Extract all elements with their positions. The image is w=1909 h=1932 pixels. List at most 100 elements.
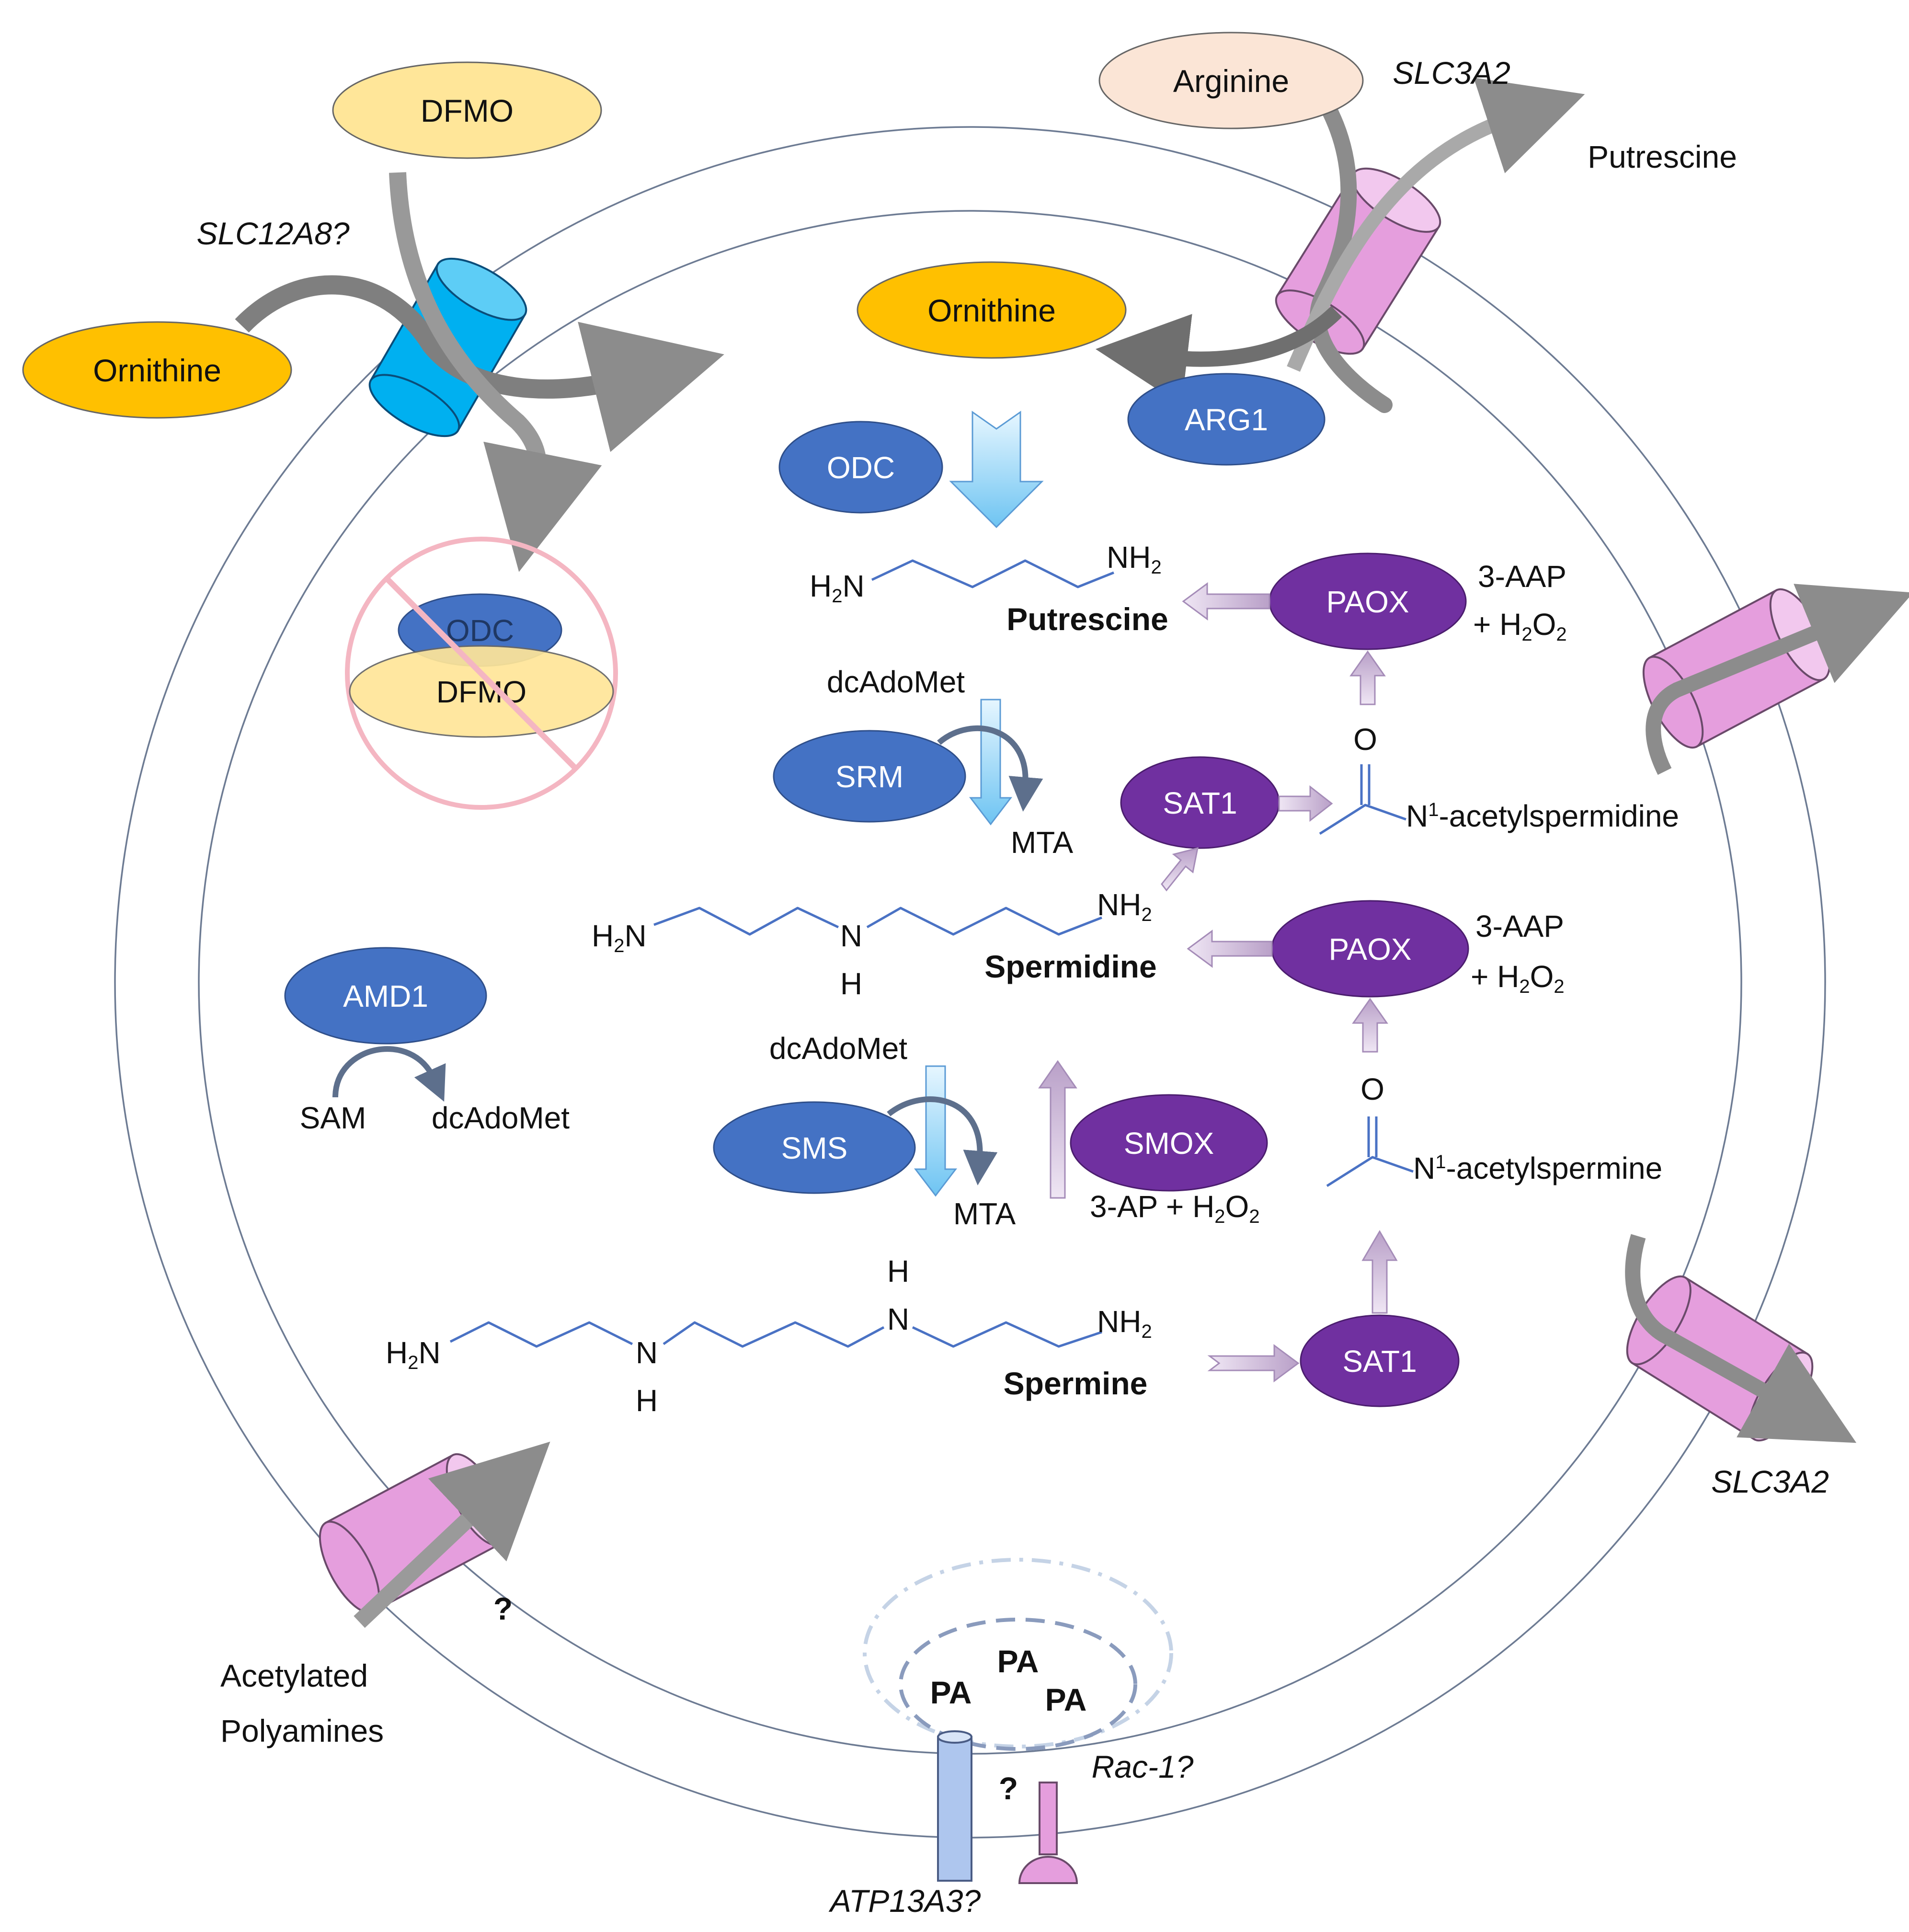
sam-label: SAM [300,1101,366,1135]
amd1-curved-arrow [332,1046,446,1102]
dfmo-uptake-arrow [389,172,602,572]
acetylspermine-o: O [1360,1072,1384,1106]
paox-mid-enzyme: PAOX [1271,900,1469,998]
dcadomet-sms: dcAdoMet [769,1031,907,1066]
outer-vesicle [863,1558,1173,1748]
svg-text:Ornithine: Ornithine [93,353,221,388]
spermidine-nh2: NH2 [1097,887,1152,925]
paox-mid-to-spermidine-arrow [1187,930,1273,968]
arg1-enzyme: ARG1 [1127,373,1326,466]
mta-srm: MTA [1011,825,1074,860]
svg-text:Arginine: Arginine [1173,63,1289,99]
spermidine-h2n: H2N [592,919,647,956]
endocytosis-unknown-mark: ? [999,1771,1018,1806]
inhibited-odc-dfmo-complex: ODC DFMO [345,537,618,810]
pa-label-2: PA [997,1644,1039,1679]
srm-enzyme: SRM [773,730,966,823]
acetylspermine-label: N1-acetylspermine [1413,1151,1662,1185]
transporter-unknown-mark: ? [493,1591,513,1626]
sms-reaction-arrow [914,1065,958,1197]
svg-text:SMS: SMS [781,1131,848,1165]
svg-text:SRM: SRM [835,759,903,794]
slc12a8-label: SLC12A8? [196,216,350,251]
acetylspermidine-to-paox-arrow [1349,650,1386,705]
sat1-to-acetylspermine-arrow [1361,1230,1398,1314]
arginine-oval: Arginine [1098,32,1364,129]
inner-vesicle [899,1618,1137,1751]
odc-enzyme: ODC [778,421,943,514]
putrescine-h2n: H2N [810,569,865,607]
slc3a2-right-label: SLC3A2 [1711,1464,1829,1499]
svg-text:DFMO: DFMO [421,93,514,128]
acetylated-polyamine-arrow [354,1441,550,1628]
spermidine-label: Spermidine [984,949,1156,984]
pa-label-3: PA [1045,1682,1087,1717]
spermine-h1: H [636,1383,658,1418]
putrescine-chain [871,559,1114,588]
srm-curved-arrow [937,725,1043,812]
mta-sms: MTA [953,1196,1016,1231]
paox-top-enzyme: PAOX [1269,552,1467,650]
odc-reaction-arrow [949,411,1044,529]
svg-text:PAOX: PAOX [1326,585,1409,619]
svg-text:SAT1: SAT1 [1163,786,1237,820]
spermidine-chain-right [866,907,1102,936]
srm-reaction-arrow [969,699,1013,826]
intracellular-ornithine-oval: Ornithine [857,261,1127,359]
paox-mid-product-line1: 3-AAP [1475,909,1564,943]
spermine-chain-mid [663,1321,885,1348]
spermine-nh2: NH2 [1097,1304,1152,1342]
atp13a3-label: ATP13A3? [828,1883,981,1919]
acetylspermine-to-paox-arrow [1352,998,1388,1053]
svg-text:ARG1: ARG1 [1185,402,1268,437]
spermidine-chain-left [653,907,839,936]
svg-text:PAOX: PAOX [1328,932,1411,966]
extracellular-putrescine-label: Putrescine [1588,139,1737,174]
acetylspermidine-label: N1-acetylspermidine [1406,799,1679,833]
smox-products: 3-AP + H2O2 [1090,1189,1260,1227]
acetylspermidine-o: O [1353,722,1377,757]
acetylspermidine-export-arrow [1646,584,1909,775]
spermidine-to-sat1-arrow [1161,847,1199,892]
sat1-top-to-acetylspermidine-arrow [1278,785,1333,822]
spermine-n1: N [636,1335,658,1370]
sat1-bottom-enzyme: SAT1 [1300,1314,1460,1407]
acetylated-label-line1: Acetylated [220,1658,368,1693]
putrescine-nh2: NH2 [1107,540,1162,578]
svg-text:ODC: ODC [446,613,514,648]
acetylated-polyamine-transporter [319,1453,507,1614]
paox-top-product-line2: + H2O2 [1473,607,1567,645]
extracellular-ornithine-oval: Ornithine [22,321,292,419]
spermine-h2n: H2N [386,1335,441,1373]
spermine-n2: N [887,1302,909,1336]
spermine-chain-right [912,1321,1102,1348]
spermine-chain-left [449,1321,633,1348]
rac1-protein [1018,1782,1078,1884]
sms-enzyme: SMS [713,1101,916,1194]
smox-up-arrow [1038,1060,1077,1199]
paox-mid-product-line2: + H2O2 [1471,959,1565,997]
acetylspermidine-backbone [1319,804,1406,835]
putrescine-label: Putrescine [1006,601,1168,637]
acetylspermine-backbone [1326,1156,1414,1187]
svg-text:SMOX: SMOX [1124,1126,1214,1161]
svg-text:Ornithine: Ornithine [927,293,1056,328]
spermine-h2: H [887,1254,909,1288]
amd1-enzyme: AMD1 [284,947,487,1045]
arg1-to-ornithine-arrow [1095,306,1342,405]
dfmo-oval: DFMO [332,61,602,159]
acetylated-label-line2: Polyamines [220,1713,384,1748]
smox-enzyme: SMOX [1070,1094,1268,1192]
svg-text:ODC: ODC [827,450,895,485]
sat1-top-enzyme: SAT1 [1120,756,1280,849]
acetylspermine-export-arrow [1625,1234,1857,1443]
paox-top-to-putrescine-arrow [1182,582,1270,621]
slc3a2-top-label: SLC3A2 [1393,55,1510,91]
rac1-label: Rac-1? [1092,1749,1194,1784]
paox-top-product-line1: 3-AAP [1478,559,1566,594]
sms-curved-arrow [887,1096,998,1185]
spermidine-h: H [840,966,862,1001]
svg-text:SAT1: SAT1 [1342,1344,1417,1379]
spermine-to-sat1-arrow [1207,1344,1300,1382]
